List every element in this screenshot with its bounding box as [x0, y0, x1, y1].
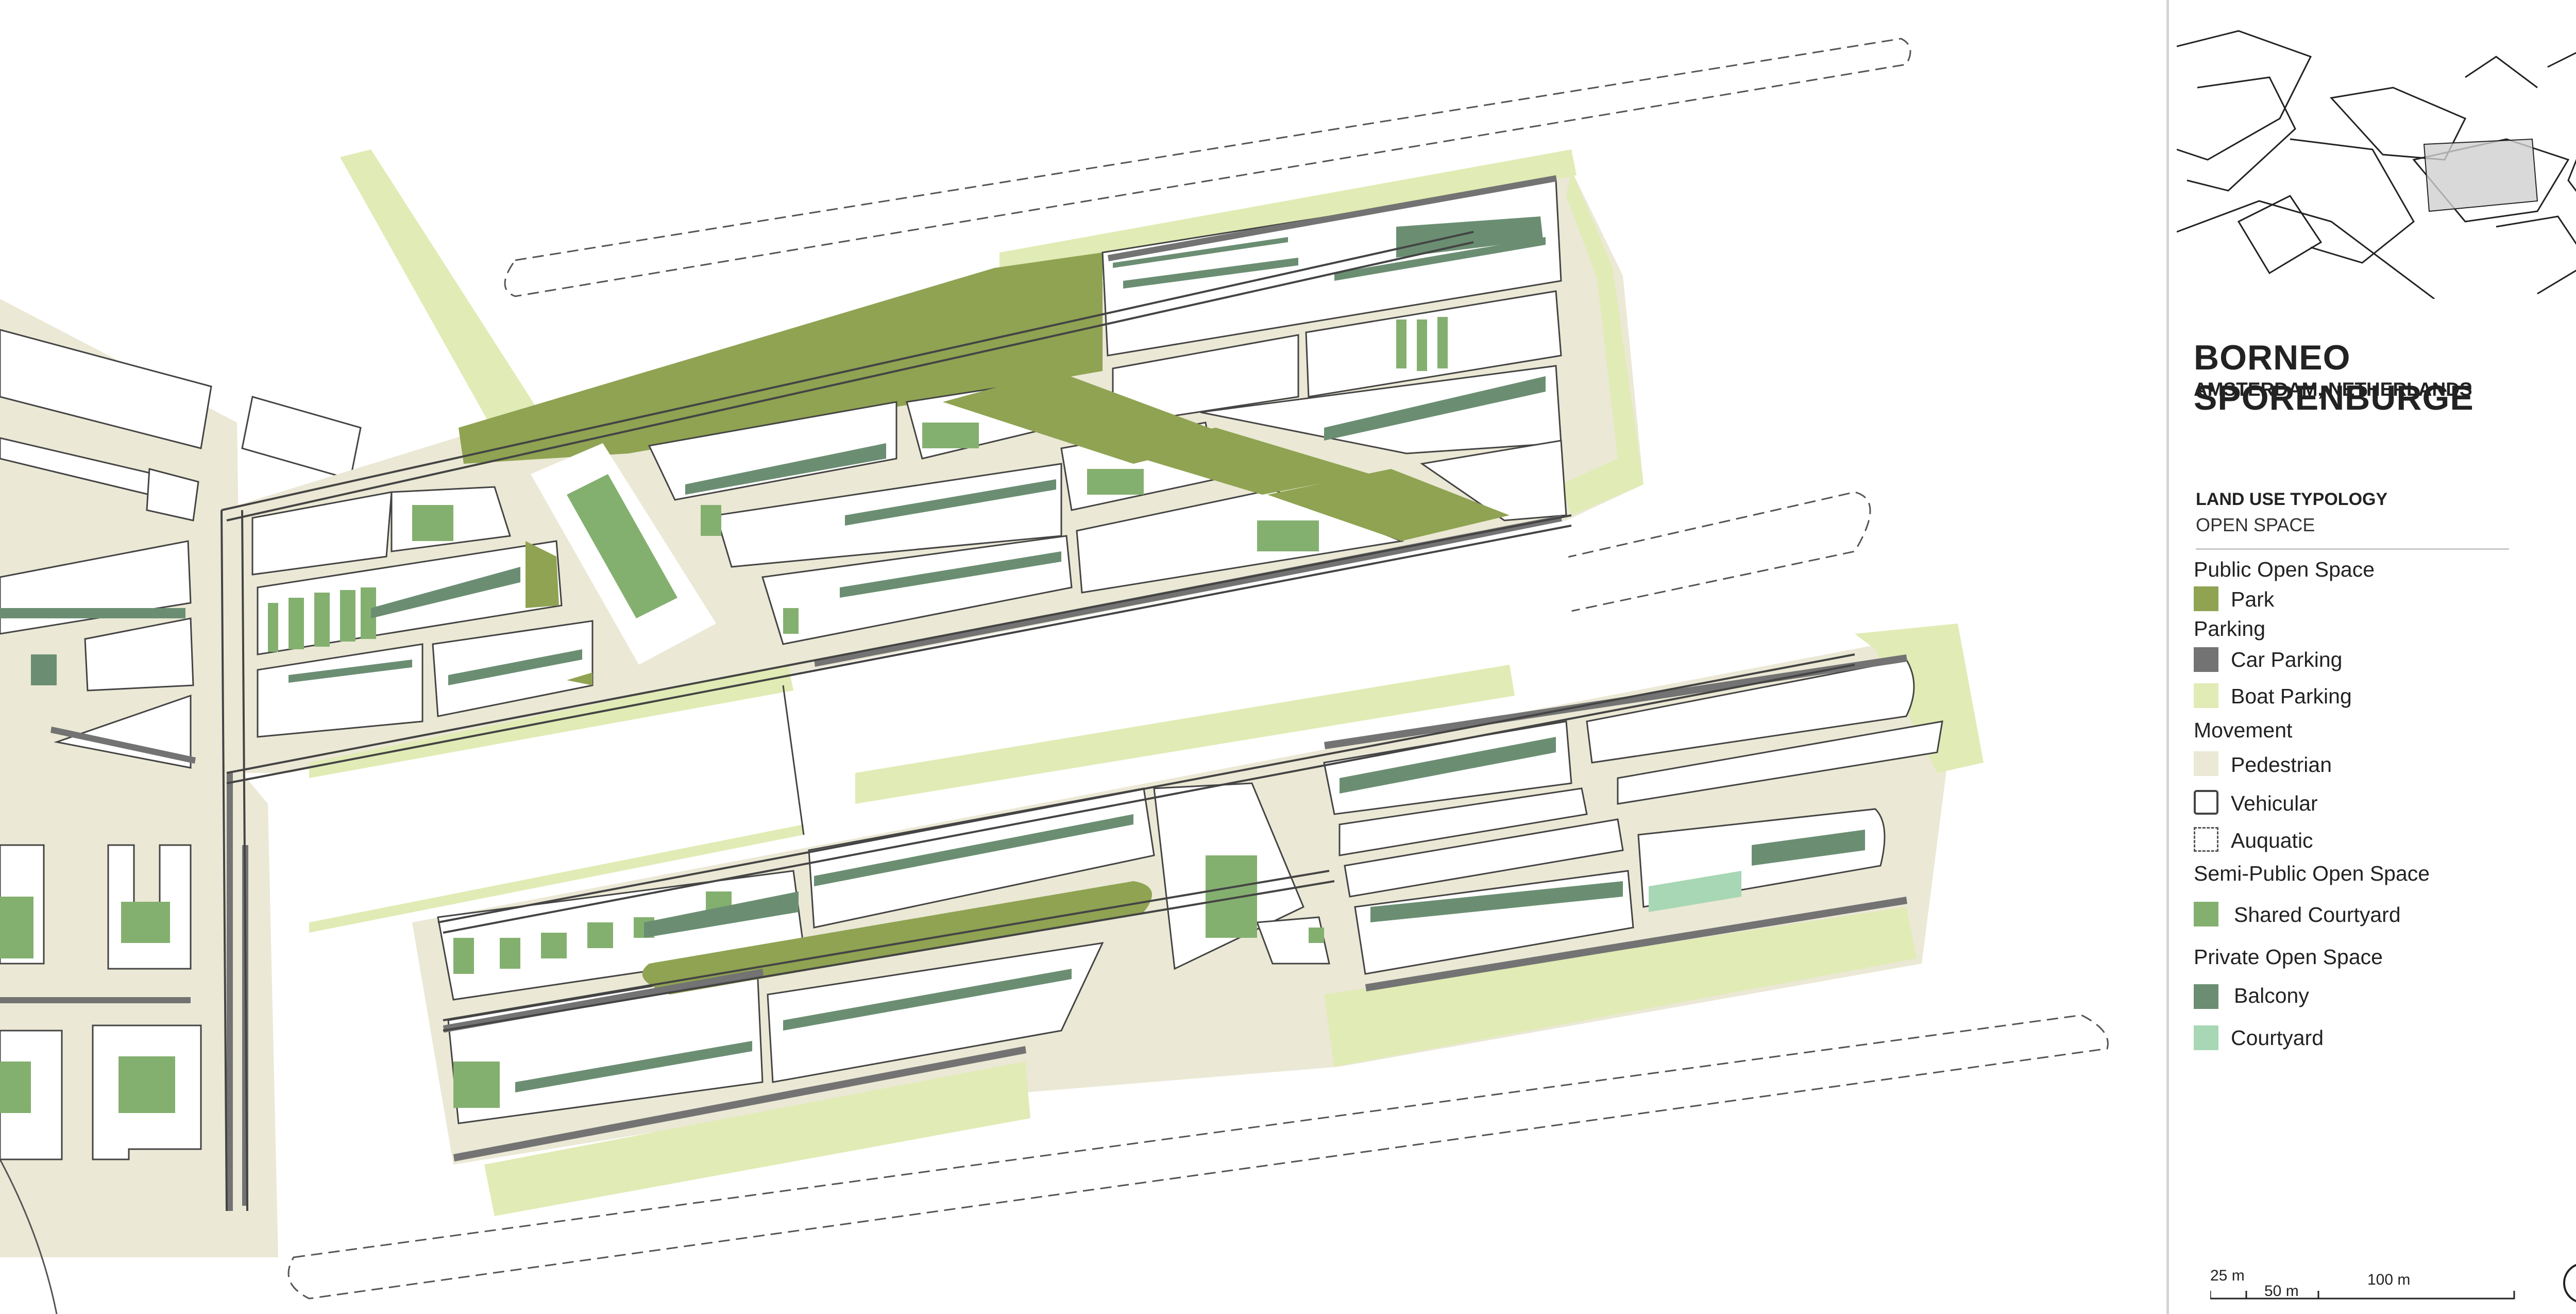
site-plan-map: [0, 38, 2109, 1314]
legend-group-private: Private Open Space: [2194, 945, 2383, 969]
panel-divider: [2166, 0, 2169, 1314]
legend-panel: BORNEO SPORENBURGE AMSTERDAM, NETHERLAND…: [2169, 0, 2576, 1314]
sporenburg-shared-courtyards: [453, 855, 1324, 1108]
legend-item-courtyard: Courtyard: [2231, 1026, 2324, 1050]
scale-bar: 25 m 50 m 100 m: [2210, 1267, 2515, 1300]
basin-boat-parking-3: [309, 824, 804, 933]
legend-item-auquatic: Auquatic: [2231, 829, 2313, 852]
legend-item-boat-parking: Boat Parking: [2231, 684, 2352, 708]
legend-group-public: Public Open Space: [2194, 558, 2375, 581]
vehicular-swatch: [2194, 790, 2218, 815]
park-north: [459, 252, 1103, 464]
shore-line: [0, 1159, 58, 1314]
sporenburg-balconies: [515, 737, 1865, 1092]
map-title: BORNEO SPORENBURGE: [2194, 338, 2474, 417]
building: [241, 396, 362, 480]
legend-item-vehicular: Vehicular: [2231, 791, 2318, 815]
legend-item-balcony: Balcony: [2234, 984, 2309, 1007]
aquatic-route-north: [504, 38, 1911, 297]
scale-label-50: 50 m: [2264, 1283, 2299, 1300]
building: [146, 468, 199, 521]
legend-item-park: Park: [2231, 587, 2275, 611]
legend-group-semi-public: Semi-Public Open Space: [2194, 862, 2430, 885]
legend-divider: [2196, 548, 2509, 550]
west-district-ground: [0, 299, 278, 1257]
legend-item-shared-courtyard: Shared Courtyard: [2234, 903, 2401, 926]
car-parking-swatch: [2194, 647, 2218, 672]
north-park-strips: [526, 371, 1510, 685]
building: [0, 329, 212, 449]
legend-group-movement: Movement: [2194, 718, 2293, 742]
central-basin: [304, 520, 1577, 933]
legend-heading: LAND USE TYPOLOGY: [2196, 490, 2388, 509]
basin-divider: [782, 685, 805, 835]
locator-map: [2177, 30, 2576, 299]
map-subtitle: AMSTERDAM, NETHERLANDS: [2194, 379, 2472, 400]
boat-parking-swatch: [2194, 683, 2218, 708]
scale-label-100: 100 m: [2367, 1271, 2410, 1288]
north-balconies: [289, 216, 1546, 685]
park-swatch: [2194, 586, 2218, 611]
scale-label-25: 25 m: [2210, 1267, 2245, 1284]
balcony-swatch: [2194, 984, 2218, 1009]
legend-group-parking: Parking: [2194, 617, 2266, 641]
shared-courtyard-swatch: [2194, 902, 2218, 926]
west-building-balconies: [0, 608, 185, 1113]
legend-subheading: OPEN SPACE: [2196, 514, 2315, 535]
aquatic-route-south: [287, 1014, 2109, 1300]
pedestrian-swatch: [2194, 751, 2218, 776]
legend-item-car-parking: Car Parking: [2231, 648, 2343, 671]
auquatic-swatch: [2194, 827, 2218, 852]
building: [84, 617, 194, 692]
north-arrow-icon: [2563, 1264, 2576, 1303]
plaza-shared-courtyard: [567, 474, 677, 618]
courtyard-swatch: [2194, 1025, 2218, 1050]
legend-item-pedestrian: Pedestrian: [2231, 753, 2332, 777]
north-shared-courtyards: [268, 317, 1448, 652]
sporenburg-courtyards: [1649, 871, 1741, 912]
basin-boat-parking-2: [855, 665, 1515, 804]
vehicular-roads: [221, 231, 1855, 1211]
